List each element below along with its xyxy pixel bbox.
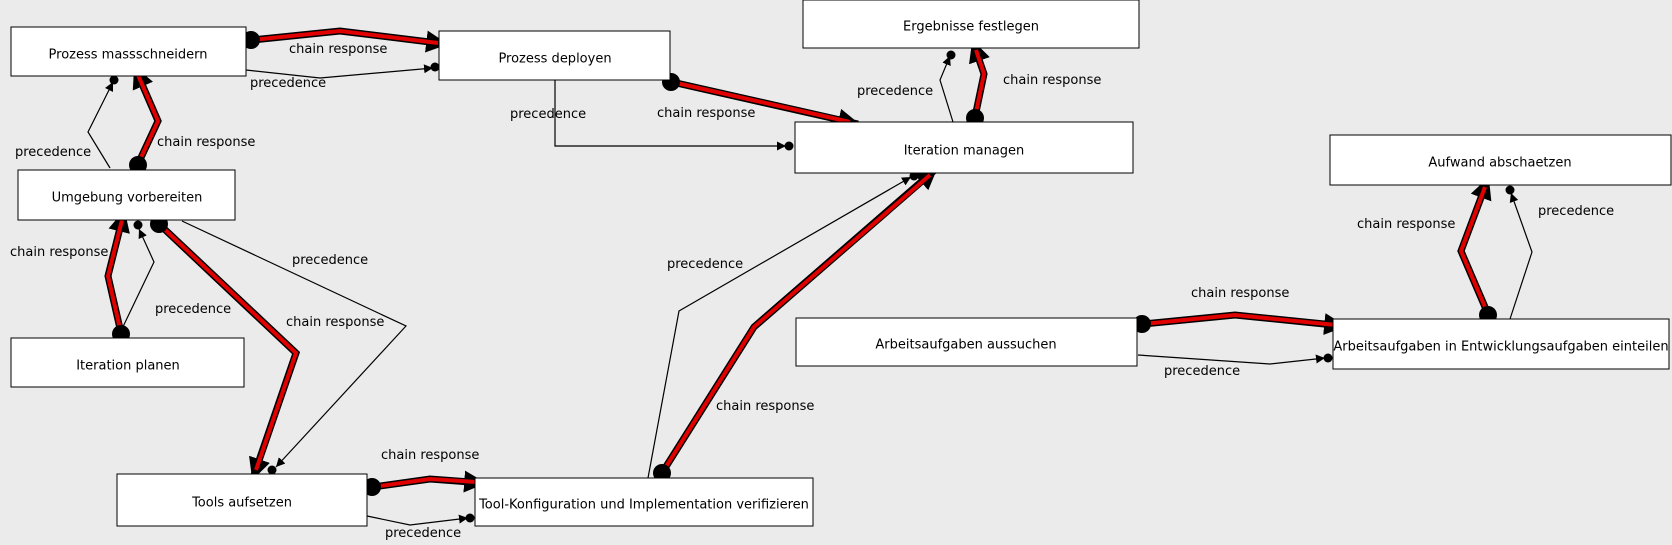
node-arbeitsaufgaben-aussuchen[interactable]: Arbeitsaufgaben aussuchen bbox=[795, 317, 1138, 367]
edge-label-precedence: precedence bbox=[1538, 204, 1614, 219]
node-aufwand-abschaetzen[interactable]: Aufwand abschaetzen bbox=[1329, 134, 1672, 186]
edge-label-precedence: precedence bbox=[510, 107, 586, 122]
edge-massschneidern-to-deployen-precedence bbox=[245, 64, 434, 79]
edge-label-precedence: precedence bbox=[1164, 364, 1240, 379]
edge-label-chain-response: chain response bbox=[1357, 217, 1455, 232]
node-tools-aufsetzen[interactable]: Tools aufsetzen bbox=[116, 473, 368, 527]
edge-aussuchen-to-einteilen-precedence bbox=[1137, 354, 1326, 365]
edge-endpoint-dot bbox=[133, 220, 143, 230]
edge-endpoint-dot bbox=[465, 513, 475, 523]
node-umgebung-vorbereiten[interactable]: Umgebung vorbereiten bbox=[17, 169, 236, 221]
edge-endpoint-dot bbox=[109, 75, 119, 85]
edge-label-precedence: precedence bbox=[155, 302, 231, 317]
edge-label-chain-response: chain response bbox=[1191, 286, 1289, 301]
edge-einteilen-to-aufwand-precedence bbox=[1509, 192, 1533, 320]
edge-tools-to-toolkonfig-precedence bbox=[366, 514, 469, 526]
edge-tools-to-toolkonfig-chain-response bbox=[363, 470, 487, 496]
node-label: Prozess massschneidern bbox=[49, 48, 208, 63]
node-label: Arbeitsaufgaben in Entwicklungsaufgaben … bbox=[1333, 340, 1668, 355]
node-iteration-planen[interactable]: Iteration planen bbox=[10, 337, 245, 388]
edge-label-precedence: precedence bbox=[15, 145, 91, 160]
node-label: Tool-Konfiguration und Implementation ve… bbox=[478, 498, 809, 513]
edge-iteration-planen-to-umgebung-chain-response bbox=[104, 209, 130, 343]
edge-endpoint-dot bbox=[267, 465, 277, 475]
edge-label-chain-response: chain response bbox=[286, 315, 384, 330]
edge-endpoint-dot bbox=[430, 62, 440, 72]
edge-labels: chain response precedence precedence cha… bbox=[10, 42, 1614, 541]
edge-endpoint-dot bbox=[784, 141, 794, 151]
edge-endpoint-dot bbox=[1505, 185, 1515, 195]
node-label: Umgebung vorbereiten bbox=[52, 191, 203, 206]
edge-label-precedence: precedence bbox=[385, 526, 461, 541]
edge-label-precedence: precedence bbox=[292, 253, 368, 268]
edge-label-chain-response: chain response bbox=[716, 399, 814, 414]
edge-endpoint-dot bbox=[946, 50, 956, 60]
edge-aussuchen-to-einteilen-chain-response bbox=[1133, 311, 1347, 335]
edge-toolkonfig-to-iteration-managen-precedence bbox=[647, 176, 912, 479]
edge-deployen-to-iteration-managen-precedence bbox=[554, 80, 786, 151]
node-label: Tools aufsetzen bbox=[191, 496, 292, 511]
node-label: Ergebnisse festlegen bbox=[903, 20, 1039, 35]
edge-label-precedence: precedence bbox=[667, 257, 743, 272]
precedence-edges bbox=[87, 50, 1533, 526]
node-tool-konfiguration[interactable]: Tool-Konfiguration und Implementation ve… bbox=[474, 477, 814, 527]
edge-label-chain-response: chain response bbox=[1003, 73, 1101, 88]
nodes: Prozess massschneidern Prozess deployen … bbox=[10, 0, 1672, 527]
edge-label-chain-response: chain response bbox=[381, 448, 479, 463]
edge-label-chain-response: chain response bbox=[157, 135, 255, 150]
node-label: Arbeitsaufgaben aussuchen bbox=[875, 338, 1056, 353]
node-arbeitsaufgaben-einteilen[interactable]: Arbeitsaufgaben in Entwicklungsaufgaben … bbox=[1332, 318, 1670, 370]
edge-endpoint-dot bbox=[1323, 353, 1333, 363]
node-ergebnisse-festlegen[interactable]: Ergebnisse festlegen bbox=[802, 0, 1140, 49]
edge-label-chain-response: chain response bbox=[289, 42, 387, 57]
edge-label-chain-response: chain response bbox=[657, 106, 755, 121]
edge-massschneidern-to-deployen-chain-response bbox=[242, 27, 449, 53]
node-prozess-deployen[interactable]: Prozess deployen bbox=[438, 30, 671, 81]
edge-einteilen-to-aufwand-chain-response bbox=[1457, 176, 1497, 324]
node-iteration-managen[interactable]: Iteration managen bbox=[794, 121, 1134, 174]
node-label: Iteration planen bbox=[76, 359, 180, 374]
edge-iteration-managen-to-ergebnisse-precedence bbox=[939, 55, 954, 123]
edge-label-precedence: precedence bbox=[250, 76, 326, 91]
node-prozess-massschneidern[interactable]: Prozess massschneidern bbox=[10, 26, 247, 77]
node-label: Aufwand abschaetzen bbox=[1428, 156, 1571, 171]
edge-umgebung-to-massschneidern-chain-response bbox=[129, 65, 162, 174]
chain-response-edges bbox=[104, 27, 1497, 496]
edge-umgebung-to-tools-precedence bbox=[181, 220, 407, 468]
edge-iteration-managen-to-ergebnisse-chain-response bbox=[966, 39, 990, 127]
edge-umgebung-to-massschneidern-precedence bbox=[87, 81, 114, 169]
edge-label-chain-response: chain response bbox=[10, 245, 108, 260]
node-label: Prozess deployen bbox=[498, 52, 611, 67]
node-label: Iteration managen bbox=[904, 144, 1025, 159]
edge-label-precedence: precedence bbox=[857, 84, 933, 99]
edge-iteration-planen-to-umgebung-precedence bbox=[119, 228, 155, 334]
